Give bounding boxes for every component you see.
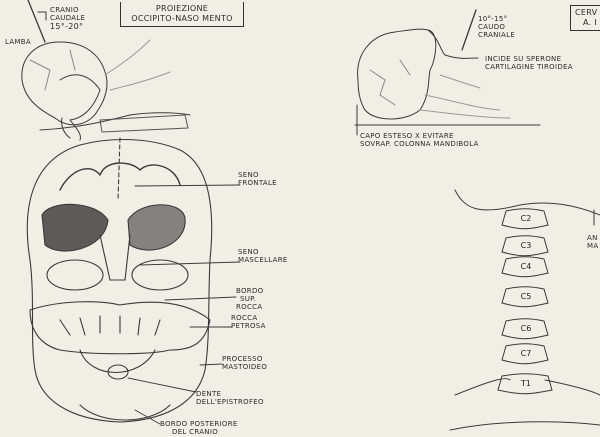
angle-label-line: CRANIALE: [478, 31, 516, 39]
label-line: AN: [587, 234, 598, 242]
label-line: BORDO: [236, 287, 264, 295]
label-line: DEL CRANIO: [172, 428, 219, 436]
lateral-skull-extended-sketch: [354, 9, 541, 136]
corner-line-2: A. I: [583, 18, 597, 27]
label-line: BORDO POSTERIORE: [160, 420, 238, 428]
lateral-skull-sketch: [21, 0, 191, 141]
label-line: SENO: [238, 171, 259, 179]
angle-label-line: CRANIO: [50, 6, 79, 14]
label-line: PROCESSO: [222, 355, 263, 363]
thyroid-note: INCIDE SU SPERONE CARTILAGINE TIROIDEA: [485, 55, 573, 71]
label-line: DENTE: [196, 390, 222, 398]
title-line-1: PROIEZIONE: [155, 4, 209, 13]
vertebra-label: C6: [520, 324, 532, 333]
vertebra-label: C4: [520, 262, 532, 271]
label-line: PETROSA: [231, 322, 266, 330]
frontal-skull-sketch: [26, 137, 213, 423]
vertebra-label: C5: [520, 292, 532, 301]
vertebra-c2: [501, 208, 549, 230]
vertebra-c4: [501, 256, 549, 278]
projection-title-box: PROIEZIONE OCCIPITO-NASO MENTO: [120, 2, 244, 27]
vertebra-c7: [501, 343, 549, 365]
cranio-caudale-label: CRANIO CAUDALE 15°-20°: [50, 6, 85, 32]
angle-label-line: CAUDO: [478, 23, 506, 31]
vertebra-label: T1: [521, 379, 531, 388]
note-line: INCIDE SU SPERONE: [485, 55, 562, 63]
label-leaders: [127, 184, 241, 425]
corner-line-1: CERV: [575, 8, 598, 17]
label-line: ROCCA: [231, 314, 258, 322]
caudo-craniale-label: 10°-15° CAUDO CRANIALE: [478, 15, 515, 39]
angle-value: 10°-15°: [478, 15, 508, 23]
label-line: ROCCA: [236, 303, 263, 311]
corner-title-box: CERV A. I: [570, 5, 600, 31]
vertebra-c3: [501, 235, 549, 257]
cervical-spine-sketch: [449, 189, 600, 431]
title-line-2: OCCIPITO-NASO MENTO: [131, 14, 233, 23]
label-line: SENO: [238, 248, 259, 256]
vertebra-c6: [501, 318, 549, 340]
label-line: SUP.: [240, 295, 257, 303]
label-line: MA: [587, 242, 599, 250]
vertebra-c5: [501, 286, 549, 308]
label-line: FRONTALE: [238, 179, 277, 187]
vertebra-label: C2: [520, 214, 532, 223]
note-line: CARTILAGINE TIROIDEA: [485, 63, 573, 71]
label-line: MASCELLARE: [238, 256, 288, 264]
note-line: SOVRAP. COLONNA MANDIBOLA: [360, 140, 479, 148]
label-line: DELL'EPISTROFEO: [196, 398, 264, 406]
angle-label-line: CAUDALE: [50, 14, 86, 22]
head-extension-note: CAPO ESTESO X EVITARE SOVRAP. COLONNA MA…: [360, 132, 479, 148]
vertebra-label: C3: [520, 241, 532, 250]
vertebra-t1: [497, 373, 553, 395]
vertebra-label: C7: [520, 349, 532, 358]
label-line: MASTOIDEO: [222, 363, 268, 371]
angle-value: 15°-20°: [50, 22, 84, 31]
note-line: CAPO ESTESO X EVITARE: [360, 132, 454, 140]
lamba-label: LAMBA: [5, 38, 31, 46]
